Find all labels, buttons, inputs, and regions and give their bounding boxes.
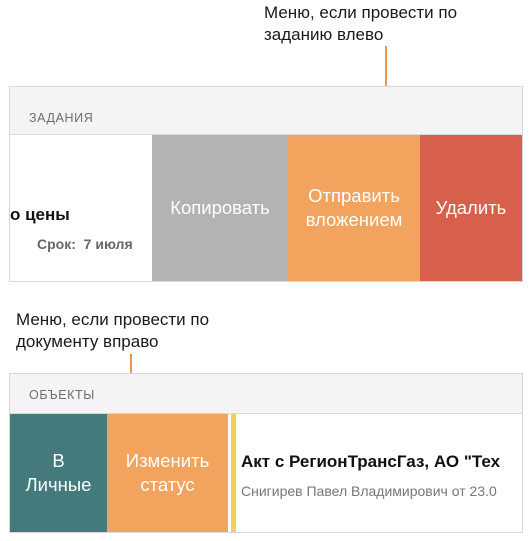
delete-button[interactable]: Удалить xyxy=(420,135,522,281)
object-row[interactable]: В Личные Изменить статус Акт с РегионТра… xyxy=(10,414,522,532)
tasks-section-header: ЗАДАНИЯ xyxy=(10,87,522,135)
change-status-button[interactable]: Изменить статус xyxy=(107,414,228,532)
annotation-swipe-right: Меню, если провести по документу вправо xyxy=(16,310,210,351)
change-status-label: Изменить статус xyxy=(125,450,210,495)
copy-button-label: Копировать xyxy=(170,197,270,218)
annotation-pointer-line-top xyxy=(385,46,387,116)
delete-button-label: Удалить xyxy=(435,197,507,218)
task-deadline: Срок: 7 июля xyxy=(37,236,133,252)
task-row[interactable]: о цены Срок: 7 июля Копировать Отправить… xyxy=(10,135,522,281)
object-item[interactable]: Акт с РегионТрансГаз, АО "Тех Снигирев П… xyxy=(231,414,522,532)
annotation-swipe-left: Меню, если провести по заданию влево xyxy=(264,3,458,44)
send-as-attachment-label: Отправить вложением xyxy=(305,185,403,230)
task-item[interactable]: о цены Срок: 7 июля xyxy=(10,135,152,281)
object-title: Акт с РегионТрансГаз, АО "Тех xyxy=(241,452,501,471)
copy-button[interactable]: Копировать xyxy=(152,135,288,281)
objects-section-header: ОБЪЕКТЫ xyxy=(10,374,522,414)
object-status-stripe xyxy=(231,414,236,532)
move-to-personal-label: В Личные xyxy=(25,450,92,495)
task-deadline-label: Срок: xyxy=(37,236,76,252)
task-deadline-value: 7 июля xyxy=(83,236,133,252)
send-as-attachment-button[interactable]: Отправить вложением xyxy=(288,135,420,281)
objects-card: ОБЪЕКТЫ В Личные Изменить статус Акт с Р… xyxy=(9,373,523,533)
move-to-personal-button[interactable]: В Личные xyxy=(10,414,107,532)
object-subtitle: Снигирев Павел Владимирович от 23.0 xyxy=(241,483,497,499)
task-title: о цены xyxy=(10,205,70,224)
tasks-card: ЗАДАНИЯ о цены Срок: 7 июля Копировать О… xyxy=(9,86,523,282)
